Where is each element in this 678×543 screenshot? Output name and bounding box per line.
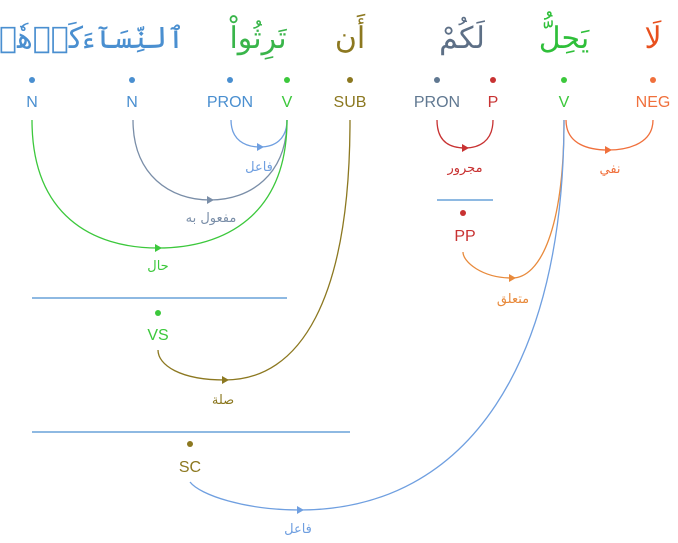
tag-n2: N [26,94,38,111]
rel-nafy: نفي [599,162,620,177]
tag-neg: NEG [636,94,671,111]
arc-nafy [565,119,654,151]
pos-tags: NEG V P PRON SUB V PRON N N [26,94,670,111]
dot-v1 [561,77,567,83]
arc-fail1 [230,119,288,148]
arrow-heads [155,143,612,514]
tag-pron1: PRON [414,94,460,111]
arrowhead-mafool [207,196,214,204]
tag-v1: V [559,94,570,111]
dot-p [490,77,496,83]
rel-fail2: فاعل [284,522,312,537]
node-dots [29,77,656,83]
word-lakum: لَكُمْ [439,16,485,56]
word-an: أَن [335,13,366,56]
arrowhead-nafy [605,146,612,154]
arrowhead-sila [222,376,229,384]
tag-v2: V [282,94,293,111]
relation-labels: نفي مجرور فاعل مفعول به حال متعلق صلة فا… [147,160,620,537]
arc-fail2 [189,119,565,511]
arrowhead-mutaalliq [509,274,516,282]
rel-sila: صلة [212,393,234,408]
dot-n1 [129,77,135,83]
word-tarithu: تَرِثُواْ [229,14,287,60]
dot-sub [347,77,353,83]
phrase-sc: SC [179,459,201,476]
arrowhead-majrur [462,144,469,152]
rel-majrur: مجرور [446,161,482,176]
word-row: لَا يَحِلُّ لَكُمْ أَن تَرِثُواْ ٱلنِّسَ… [0,11,662,61]
word-yahillu: يَحِلُّ [539,11,590,56]
rel-mutaalliq: متعلق [497,292,529,307]
dot-v2 [284,77,290,83]
rel-hal: حال [147,259,168,274]
word-alnisa: ٱلنِّسَآءَ [79,21,184,56]
rel-mafool: مفعول به [186,211,237,226]
phrase-bars [32,199,493,433]
dot-pp [460,210,466,216]
arc-sila [157,119,351,381]
dot-vs [155,310,161,316]
arc-mutaalliq [462,119,565,279]
word-karhan: كَرۡهٗاۖ [0,21,84,56]
phrase-vs: VS [147,327,168,344]
dot-pron1 [434,77,440,83]
arc-majrur [436,119,494,149]
dot-n2 [29,77,35,83]
tag-pron2: PRON [207,94,253,111]
tag-sub: SUB [334,94,367,111]
phrase-pp: PP [454,228,475,245]
phrase-nodes: PP VS SC [147,210,476,476]
dot-neg [650,77,656,83]
arrowhead-fail1 [257,143,264,151]
arrowhead-hal [155,244,162,252]
arrowhead-fail2 [297,506,304,514]
tag-n1: N [126,94,138,111]
word-la: لَا [644,19,661,56]
dot-pron2 [227,77,233,83]
dot-sc [187,441,193,447]
dependency-arcs [31,119,654,511]
rel-fail1: فاعل [245,160,273,175]
tag-p: P [488,94,499,111]
